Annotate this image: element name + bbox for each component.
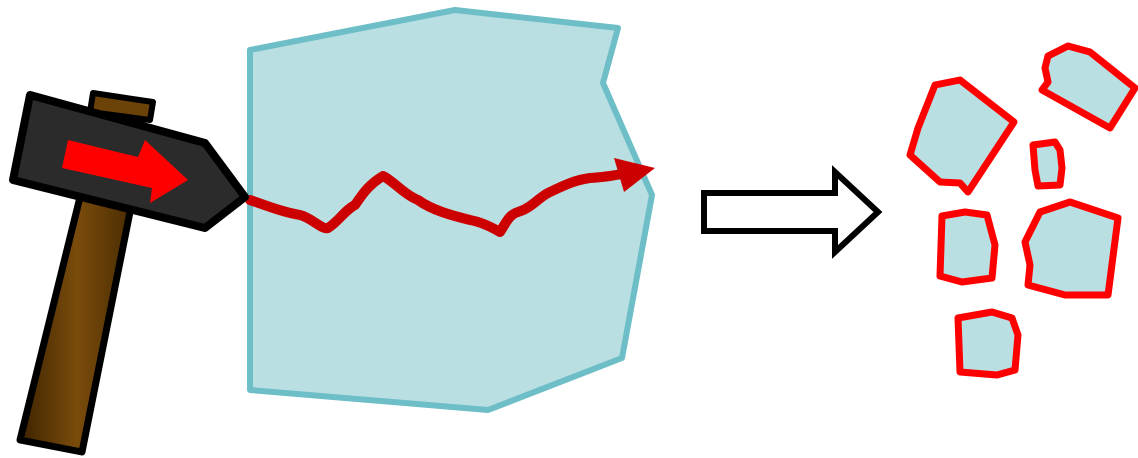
fragment xyxy=(1038,42,1138,132)
hammer-icon xyxy=(9,90,249,456)
crack-line xyxy=(245,167,637,237)
crack-arrowhead xyxy=(614,158,655,192)
fragments-group xyxy=(906,42,1138,379)
hammer-arrow-icon xyxy=(62,140,188,203)
hammer-handle xyxy=(16,181,137,456)
fragment xyxy=(906,76,1018,196)
crack-path xyxy=(245,158,655,237)
double-arrow-right-icon xyxy=(701,165,883,259)
fragment xyxy=(1021,198,1122,299)
fragment xyxy=(1029,138,1066,190)
fragment xyxy=(954,308,1022,379)
fragment xyxy=(936,208,999,286)
